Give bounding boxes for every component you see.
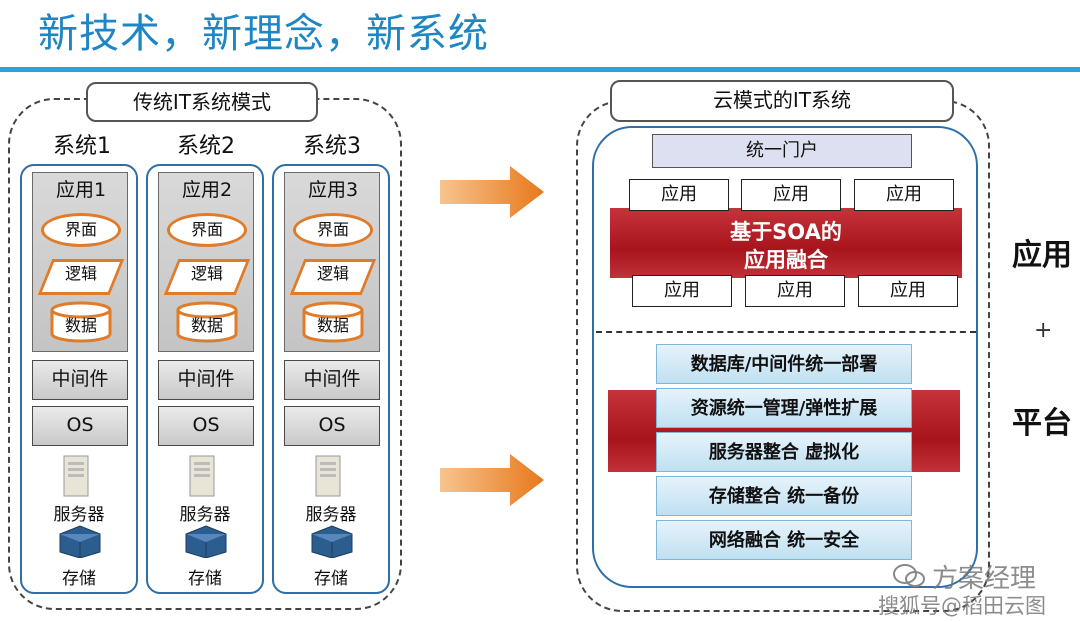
logic-label: 逻辑 (190, 264, 223, 283)
side-label-platform: 平台 (1012, 406, 1072, 441)
platform-item: 服务器整合 虚拟化 (656, 432, 912, 472)
application-label: 应用1 (55, 179, 107, 201)
layer-divider (596, 331, 976, 333)
server-icon (62, 454, 92, 498)
storage-icon (56, 524, 104, 559)
os-block: OS (158, 406, 254, 446)
page-title: 新技术，新理念，新系统 (38, 11, 489, 57)
platform-item: 数据库/中间件统一部署 (656, 344, 912, 384)
storage-label: 存储 (314, 569, 348, 589)
application-label: 应用3 (307, 179, 359, 201)
storage-icon (182, 524, 230, 559)
cloud-app-box: 应用 (741, 179, 841, 211)
ui-layer: 界面 (41, 213, 121, 247)
cloud-app-box: 应用 (632, 275, 732, 307)
logic-layer: 逻辑 (163, 259, 251, 295)
storage-label: 存储 (188, 569, 222, 589)
watermark-title: 方案经理 (932, 564, 1037, 594)
database-cylinder-icon (50, 301, 112, 343)
storage-label: 存储 (62, 569, 96, 589)
data-label: 数据 (316, 316, 349, 335)
os-block: OS (284, 406, 380, 446)
ui-layer: 界面 (293, 213, 373, 247)
os-block: OS (32, 406, 128, 446)
cloud-app-box: 应用 (629, 179, 729, 211)
cloud-app-box: 应用 (854, 179, 954, 211)
system-column: 应用2 界面 逻辑 数据 中间件 OS 服务器 存储 (146, 164, 264, 594)
cloud-app-box: 应用 (745, 275, 845, 307)
right-arrow-icon (440, 454, 544, 506)
application-block: 应用2 界面 逻辑 数据 (158, 172, 254, 352)
unified-portal: 统一门户 (652, 134, 912, 168)
system-title: 系统2 (177, 134, 235, 159)
system-title: 系统3 (303, 134, 361, 159)
data-layer: 数据 (49, 301, 113, 343)
traditional-group-label: 传统IT系统模式 (86, 82, 318, 122)
application-label: 应用2 (181, 179, 233, 201)
data-label: 数据 (64, 316, 97, 335)
system-title: 系统1 (53, 134, 111, 159)
plus-sign: + (1034, 318, 1053, 343)
soa-integration-band (610, 208, 962, 278)
logic-label: 逻辑 (64, 264, 97, 283)
wechat-logo-icon (892, 562, 926, 588)
transition-arrow-top (438, 164, 548, 220)
database-cylinder-icon (176, 301, 238, 343)
soa-line-2: 应用融合 (744, 248, 828, 272)
ui-layer: 界面 (167, 213, 247, 247)
server-label: 服务器 (305, 505, 357, 525)
middleware-block: 中间件 (284, 360, 380, 400)
title-divider (0, 67, 1080, 72)
platform-item: 存储整合 统一备份 (656, 476, 912, 516)
server-label: 服务器 (53, 505, 105, 525)
cloud-group-label: 云模式的IT系统 (610, 80, 954, 122)
logic-layer: 逻辑 (37, 259, 125, 295)
platform-item: 网络融合 统一安全 (656, 520, 912, 560)
watermark-source: 搜狐号@稻田云图 (878, 594, 1046, 618)
platform-item: 资源统一管理/弹性扩展 (656, 388, 912, 428)
logic-label: 逻辑 (316, 264, 349, 283)
soa-line-1: 基于SOA的 (730, 220, 842, 244)
server-icon (188, 454, 218, 498)
data-layer: 数据 (175, 301, 239, 343)
storage-icon (308, 524, 356, 559)
server-label: 服务器 (179, 505, 231, 525)
right-arrow-icon (440, 166, 544, 218)
data-label: 数据 (190, 316, 223, 335)
middleware-block: 中间件 (32, 360, 128, 400)
logic-layer: 逻辑 (289, 259, 377, 295)
system-column: 应用3 界面 逻辑 数据 中间件 OS 服务器 存储 (272, 164, 390, 594)
side-label-application: 应用 (1012, 238, 1072, 273)
transition-arrow-bottom (438, 452, 548, 508)
server-icon (314, 454, 344, 498)
system-column: 应用1 界面 逻辑 数据 中间件 OS 服务器 存储 (20, 164, 138, 594)
application-block: 应用1 界面 逻辑 数据 (32, 172, 128, 352)
database-cylinder-icon (302, 301, 364, 343)
data-layer: 数据 (301, 301, 365, 343)
middleware-block: 中间件 (158, 360, 254, 400)
application-block: 应用3 界面 逻辑 数据 (284, 172, 380, 352)
cloud-app-box: 应用 (858, 275, 958, 307)
